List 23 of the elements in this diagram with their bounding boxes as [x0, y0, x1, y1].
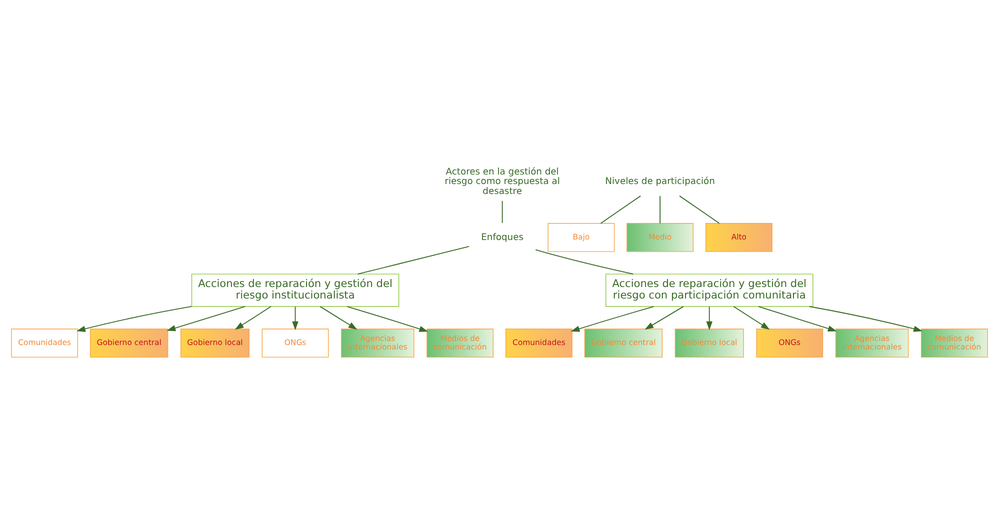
node-box: Acciones de reparación y gestión del riesgo con participación comunitaria	[605, 273, 814, 306]
arrow	[706, 306, 712, 330]
connector	[357, 245, 470, 274]
connector	[679, 194, 720, 224]
arrow	[346, 306, 428, 332]
arrow	[733, 306, 770, 330]
arrow	[320, 306, 358, 330]
connector	[535, 248, 634, 274]
arrow	[292, 306, 298, 330]
arrow	[808, 306, 923, 332]
arrow	[758, 306, 837, 332]
arrow	[570, 306, 654, 332]
node-text: Enfoques	[481, 232, 524, 242]
arrow	[234, 306, 272, 330]
arrow	[166, 306, 246, 331]
connector	[600, 194, 642, 224]
node-text: Actores en la gestión del riesgo como respuesta al desastre	[444, 166, 560, 197]
node-text: Niveles de participación	[605, 176, 715, 187]
node-box: Acciones de reparación y gestión del riesgo institucionalista	[191, 273, 400, 306]
connector	[502, 200, 503, 223]
arrow	[644, 306, 684, 330]
connector	[660, 194, 661, 224]
arrow	[76, 306, 192, 332]
